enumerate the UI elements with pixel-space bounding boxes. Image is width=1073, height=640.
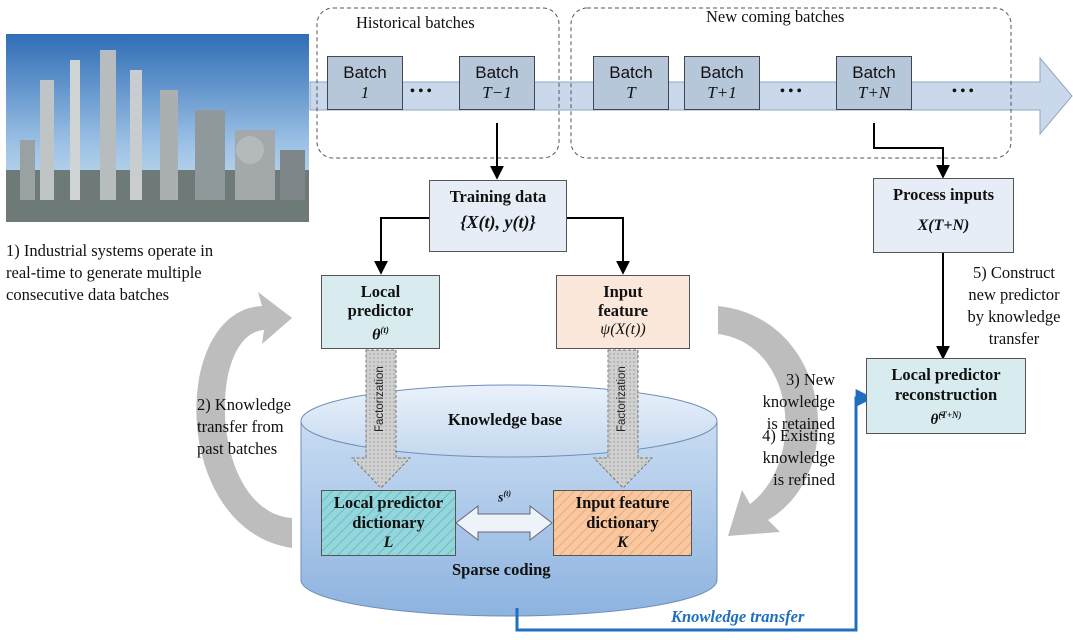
caption-5-line: transfer [988,329,1040,348]
factorization-label-right: Factorization [616,366,628,432]
caption-4-line: is refined [773,470,835,489]
caption-3-line: 3) New [785,370,835,389]
knowledge-transfer-line [515,389,874,632]
caption-1-line: 1) Industrial systems operate in [6,241,214,260]
caption-4-line: 4) Existing [762,426,835,445]
caption-4-line: knowledge [762,448,835,467]
factorization-arrow-right [592,349,654,489]
input-feature-line2: feature [597,301,649,320]
factorization-label-left: Factorization [374,366,386,432]
input-feature-line1: Input [603,282,643,301]
caption-4: 4) Existing knowledge is refined [728,425,835,491]
batch-label: Batch [700,63,744,82]
factorization-arrow-left [350,349,412,489]
batch-label: Batch [609,63,653,82]
batch-index: T [626,83,636,102]
caption-2-line: transfer from [197,417,284,436]
caption-5-line: 5) Construct [972,263,1056,282]
caption-3-line: knowledge [762,392,835,411]
local-predictor-box: Local predictor θ(t) [321,275,440,349]
caption-2-line: past batches [197,439,278,458]
batch-t-plus-1: Batch T+1 [684,56,760,110]
sparse-code-arrow [455,504,553,542]
input-feature-box: Input feature ψ(X(t)) [556,275,690,349]
batch-t: Batch T [593,56,669,110]
new-coming-group [570,7,1012,159]
ellipsis-1: • • • [410,84,432,99]
local-predictor-dictionary-box: Local predictor dictionary L [321,490,456,556]
caption-1-line: consecutive data batches [6,285,170,304]
process-inputs-formula: X(T+N) [917,217,970,234]
input-feature-formula: ψ(X(t)) [600,321,646,338]
batch-index: T+1 [707,83,737,102]
s-symbol: s [498,490,504,506]
caption-5: 5) Construct new predictor by knowledge … [958,262,1070,350]
theta-superscript: (t) [380,325,389,335]
input-feature-dictionary-box: Input feature dictionary K [553,490,692,556]
if-dict-line1: Input feature [575,493,670,512]
lp-dict-line1: Local predictor [333,493,444,512]
batch-t-minus-1: Batch T−1 [459,56,535,110]
curved-arrow-new-knowledge [718,306,819,536]
theta-tilde-superscript: (T+N) [938,410,962,420]
sparse-code-label: s(t) [498,489,511,507]
curved-arrow-knowledge-transfer [196,292,292,548]
caption-3: 3) New knowledge is retained [738,369,835,435]
s-superscript: (t) [503,489,512,498]
caption-5-line: by knowledge [967,307,1061,326]
dictionary-hatch-blue [322,491,455,555]
historical-group [316,7,560,159]
batch-label: Batch [852,63,896,82]
batch-index: 1 [360,83,370,102]
caption-5-line: new predictor [968,285,1060,304]
reconstruction-line2: reconstruction [894,385,998,404]
ellipsis-2: • • • [780,84,802,99]
if-dict-symbol: K [617,534,628,551]
training-data-box: Training data {X(t), y(t)} [429,180,567,252]
training-data-formula: {X(t), y(t)} [460,212,536,232]
theta-symbol: θ [372,326,381,344]
historical-batches-label: Historical batches [356,13,475,32]
caption-2: 2) Knowledge transfer from past batches [197,394,291,460]
industrial-plant-photo [6,34,309,222]
if-dict-line2: dictionary [586,513,659,532]
sparse-coding-label: Sparse coding [452,560,551,579]
local-predictor-line2: predictor [347,301,414,320]
theta-tilde-symbol: θ̃ [930,412,939,428]
batch-index: T+N [857,83,891,102]
dictionary-hatch-orange [554,491,691,555]
ellipsis-3: • • • [952,84,974,99]
new-coming-batches-label: New coming batches [706,7,845,26]
local-predictor-line1: Local [360,282,401,301]
lp-dict-symbol: L [383,534,394,551]
batch-index: T−1 [482,83,512,102]
process-inputs-title: Process inputs [893,185,994,204]
training-data-title: Training data [449,187,547,206]
caption-1: 1) Industrial systems operate in real-ti… [6,240,213,306]
process-inputs-box: Process inputs X(T+N) [873,178,1014,253]
knowledge-transfer-label: Knowledge transfer [671,607,805,626]
lp-dict-line2: dictionary [352,513,425,532]
reconstruction-box: Local predictor reconstruction θ̃(T+N) [866,358,1026,434]
batch-1: Batch 1 [327,56,403,110]
reconstruction-line1: Local predictor [891,365,1001,384]
batch-label: Batch [343,63,387,82]
caption-1-line: real-time to generate multiple [6,263,202,282]
batch-label: Batch [475,63,519,82]
caption-3-line: is retained [766,414,835,433]
batch-t-plus-n: Batch T+N [836,56,912,110]
knowledge-base-label: Knowledge base [448,410,563,429]
caption-2-line: 2) Knowledge [197,395,291,414]
